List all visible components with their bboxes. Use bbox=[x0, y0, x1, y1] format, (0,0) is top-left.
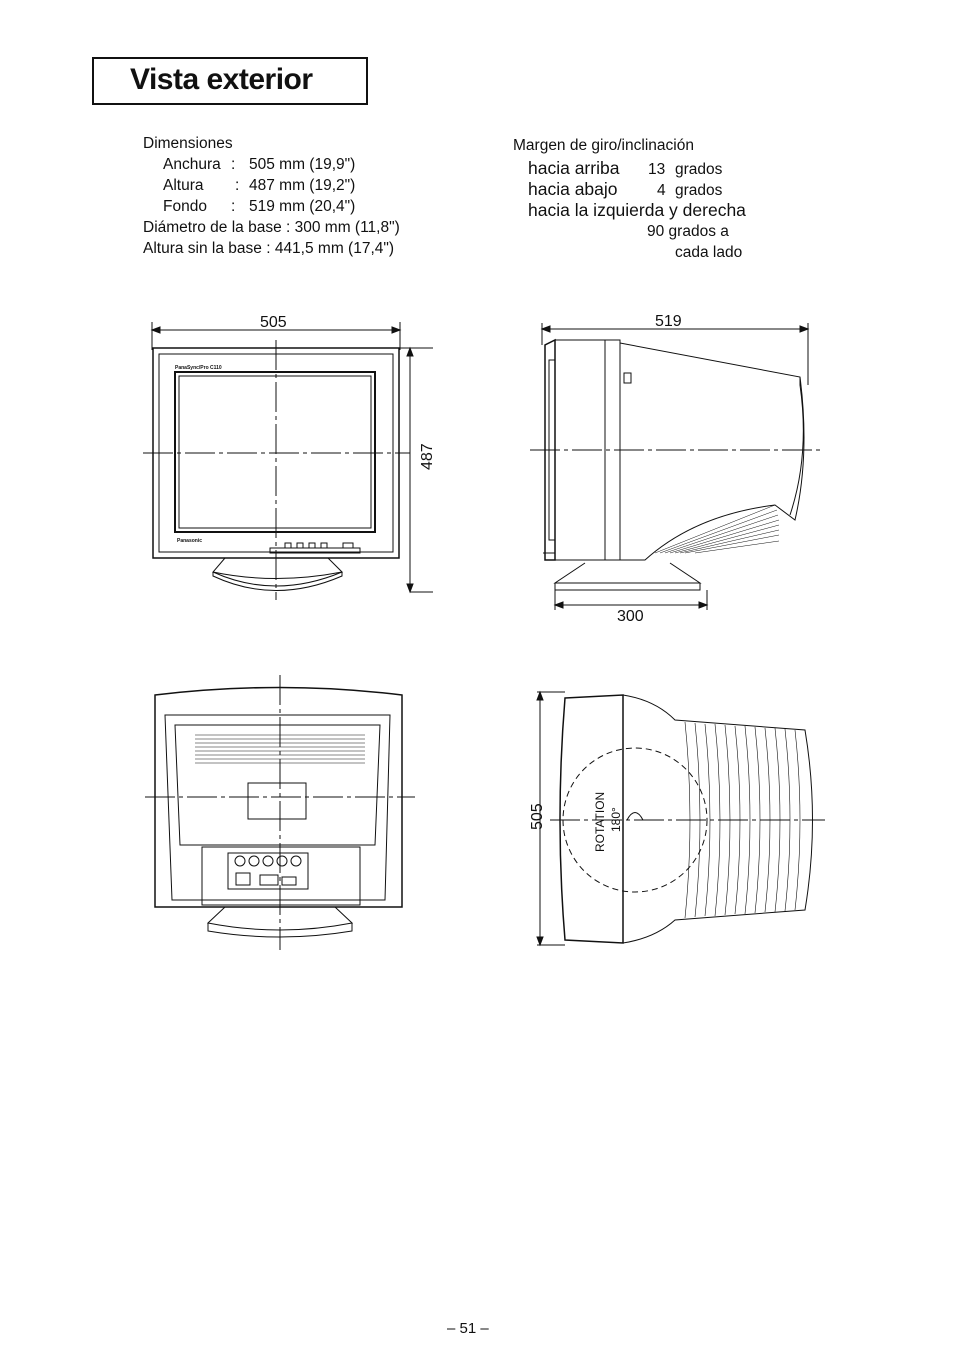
width-label: Anchura bbox=[163, 156, 221, 173]
page-title: Vista exterior bbox=[130, 63, 313, 96]
side-base-dim: 300 bbox=[617, 608, 644, 625]
depth-value: 519 mm (20,4") bbox=[249, 198, 356, 215]
swivel-lr-value: 90 grados a bbox=[647, 223, 729, 240]
depth-label: Fondo bbox=[163, 198, 207, 215]
top-view-drawing: 505 ROTATION 180° bbox=[529, 690, 825, 947]
tilt-up-value: 13 bbox=[648, 161, 666, 178]
side-depth-dim: 519 bbox=[655, 313, 682, 330]
swivel-lr-label: hacia la izquierda y derecha bbox=[528, 200, 746, 220]
top-width-dim: 505 bbox=[529, 803, 546, 830]
page-number: – 51 – bbox=[447, 1320, 489, 1337]
height-value: 487 mm (19,2") bbox=[249, 177, 356, 194]
front-view-drawing: 505 487 PanaSync/Pro C110 Panasonic bbox=[143, 314, 436, 600]
front-height-dim: 487 bbox=[419, 443, 436, 470]
tilt-down-unit: grados bbox=[675, 182, 723, 199]
side-view-drawing: 519 300 bbox=[530, 313, 820, 625]
tilt-down-label: hacia abajo bbox=[528, 179, 618, 199]
rotation-value: 180° bbox=[609, 807, 623, 832]
height-without-base: Altura sin la base : 441,5 mm (17,4") bbox=[143, 240, 395, 257]
swivel-lr-value-2: cada lado bbox=[675, 244, 743, 261]
swivel-heading: Margen de giro/inclinación bbox=[513, 137, 694, 154]
tilt-up-label: hacia arriba bbox=[528, 158, 620, 178]
rear-view-drawing bbox=[145, 675, 415, 950]
base-diameter: Diámetro de la base : 300 mm (11,8") bbox=[143, 219, 400, 236]
height-label: Altura bbox=[163, 177, 204, 194]
front-brand-label: Panasonic bbox=[177, 538, 202, 544]
width-value: 505 mm (19,9") bbox=[249, 156, 356, 173]
front-width-dim: 505 bbox=[260, 314, 287, 331]
tilt-down-value: 4 bbox=[657, 182, 666, 199]
colon: : bbox=[231, 156, 236, 173]
dimensions-heading: Dimensiones bbox=[143, 135, 233, 152]
tilt-up-unit: grados bbox=[675, 161, 723, 178]
colon: : bbox=[235, 177, 240, 194]
title-box: Vista exterior bbox=[92, 57, 368, 105]
colon: : bbox=[231, 198, 236, 215]
front-model-label: PanaSync/Pro C110 bbox=[175, 365, 222, 371]
rotation-label: ROTATION bbox=[593, 792, 607, 852]
